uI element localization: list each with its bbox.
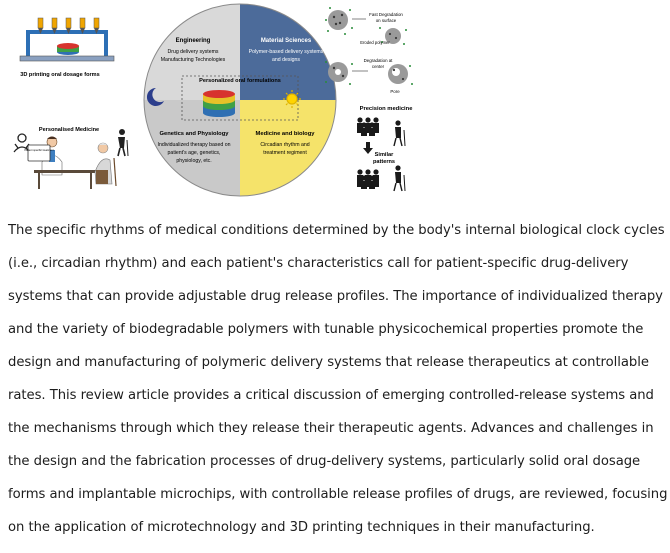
3d-printer-icon xyxy=(19,17,115,62)
material-line-2: and designs xyxy=(272,57,300,63)
quadrant-genetics xyxy=(144,100,240,196)
screen-text: Patient specific treatment xyxy=(24,148,53,152)
center-label-2: center xyxy=(372,64,385,69)
abstract-line: forms and implantable microchips, with c… xyxy=(8,486,668,502)
graphical-abstract-figure: Engineering Drug delivery systems Manufa… xyxy=(13,3,414,197)
elderly-bottom-icon xyxy=(393,165,406,192)
center-label-1: Degradation at xyxy=(364,58,394,63)
tablet-stack-icon xyxy=(203,90,235,117)
desk-icon xyxy=(34,170,96,189)
personalised-label: Personalised Medicine xyxy=(39,127,99,133)
down-arrow-icon xyxy=(363,142,373,154)
abstract-line: systems that can provide adjustable drug… xyxy=(8,288,663,304)
printing-label: 3D printing oral dosage forms xyxy=(20,72,100,78)
abstract-line: (i.e., circadian rhythm) and each patien… xyxy=(8,255,629,271)
degradation-center-diagram xyxy=(325,61,353,85)
elderly-walking-icon xyxy=(117,129,129,157)
central-circle xyxy=(143,3,337,197)
similar-label-2: patterns xyxy=(373,159,395,165)
abstract-line: rates. This review article provides a cr… xyxy=(8,387,654,403)
similar-label-1: Similar xyxy=(375,152,394,158)
medicine-line-1: Circadian rhythm and xyxy=(260,142,309,148)
medicine-title: Medicine and biology xyxy=(256,131,316,137)
genetics-line-1: Individualized therapy based on xyxy=(158,142,231,148)
genetics-line-3: physiology, etc. xyxy=(176,158,211,164)
material-title: Material Sciences xyxy=(261,38,312,44)
abstract-line: the design and the fabrication processes… xyxy=(8,453,641,469)
surface-label-1: Fast Degradation xyxy=(369,12,403,17)
sun-icon xyxy=(283,90,301,108)
engineering-line-1: Drug delivery systems xyxy=(167,49,218,55)
engineering-title: Engineering xyxy=(176,38,211,44)
abstract-text: The specific rhythms of medical conditio… xyxy=(8,206,670,553)
material-line-1: Polymer-based delivery systems xyxy=(249,49,324,55)
quadrant-medicine xyxy=(240,100,336,196)
eroded-label: Eroded polymer xyxy=(360,40,390,45)
abstract-line: The specific rhythms of medical conditio… xyxy=(8,222,665,238)
abstract-line: the mechanisms through which they releas… xyxy=(8,420,654,436)
abstract-line: on the application of microtechnology an… xyxy=(8,519,595,535)
patient-group-top-icon xyxy=(357,117,379,136)
eroded-polymer-diagram xyxy=(379,27,407,45)
medicine-line-2: treatment regiment xyxy=(263,150,307,156)
pore-label: Pore xyxy=(390,89,400,94)
patient-screen xyxy=(27,144,51,162)
degradation-surface-diagram xyxy=(325,7,353,35)
genetics-line-2: patient's age, genetics, xyxy=(168,150,221,156)
center-title: Personalized oral formulations xyxy=(199,78,281,84)
engineering-line-2: Manufacturing Technologies xyxy=(161,57,226,63)
elderly-patient-icon xyxy=(94,142,117,187)
abstract-line: design and manufacturing of polymeric de… xyxy=(8,354,649,370)
patient-group-bottom-icon xyxy=(357,169,379,189)
precision-label: Precision medicine xyxy=(360,106,414,112)
center-box xyxy=(181,75,299,121)
pore-diagram xyxy=(388,64,413,85)
moon-icon xyxy=(146,87,164,106)
elderly-top-icon xyxy=(393,120,406,147)
surface-label-2: on surface xyxy=(376,18,397,23)
genetics-title: Genetics and Physiology xyxy=(160,131,230,137)
abstract-line: and the variety of biodegradable polymer… xyxy=(8,321,644,337)
